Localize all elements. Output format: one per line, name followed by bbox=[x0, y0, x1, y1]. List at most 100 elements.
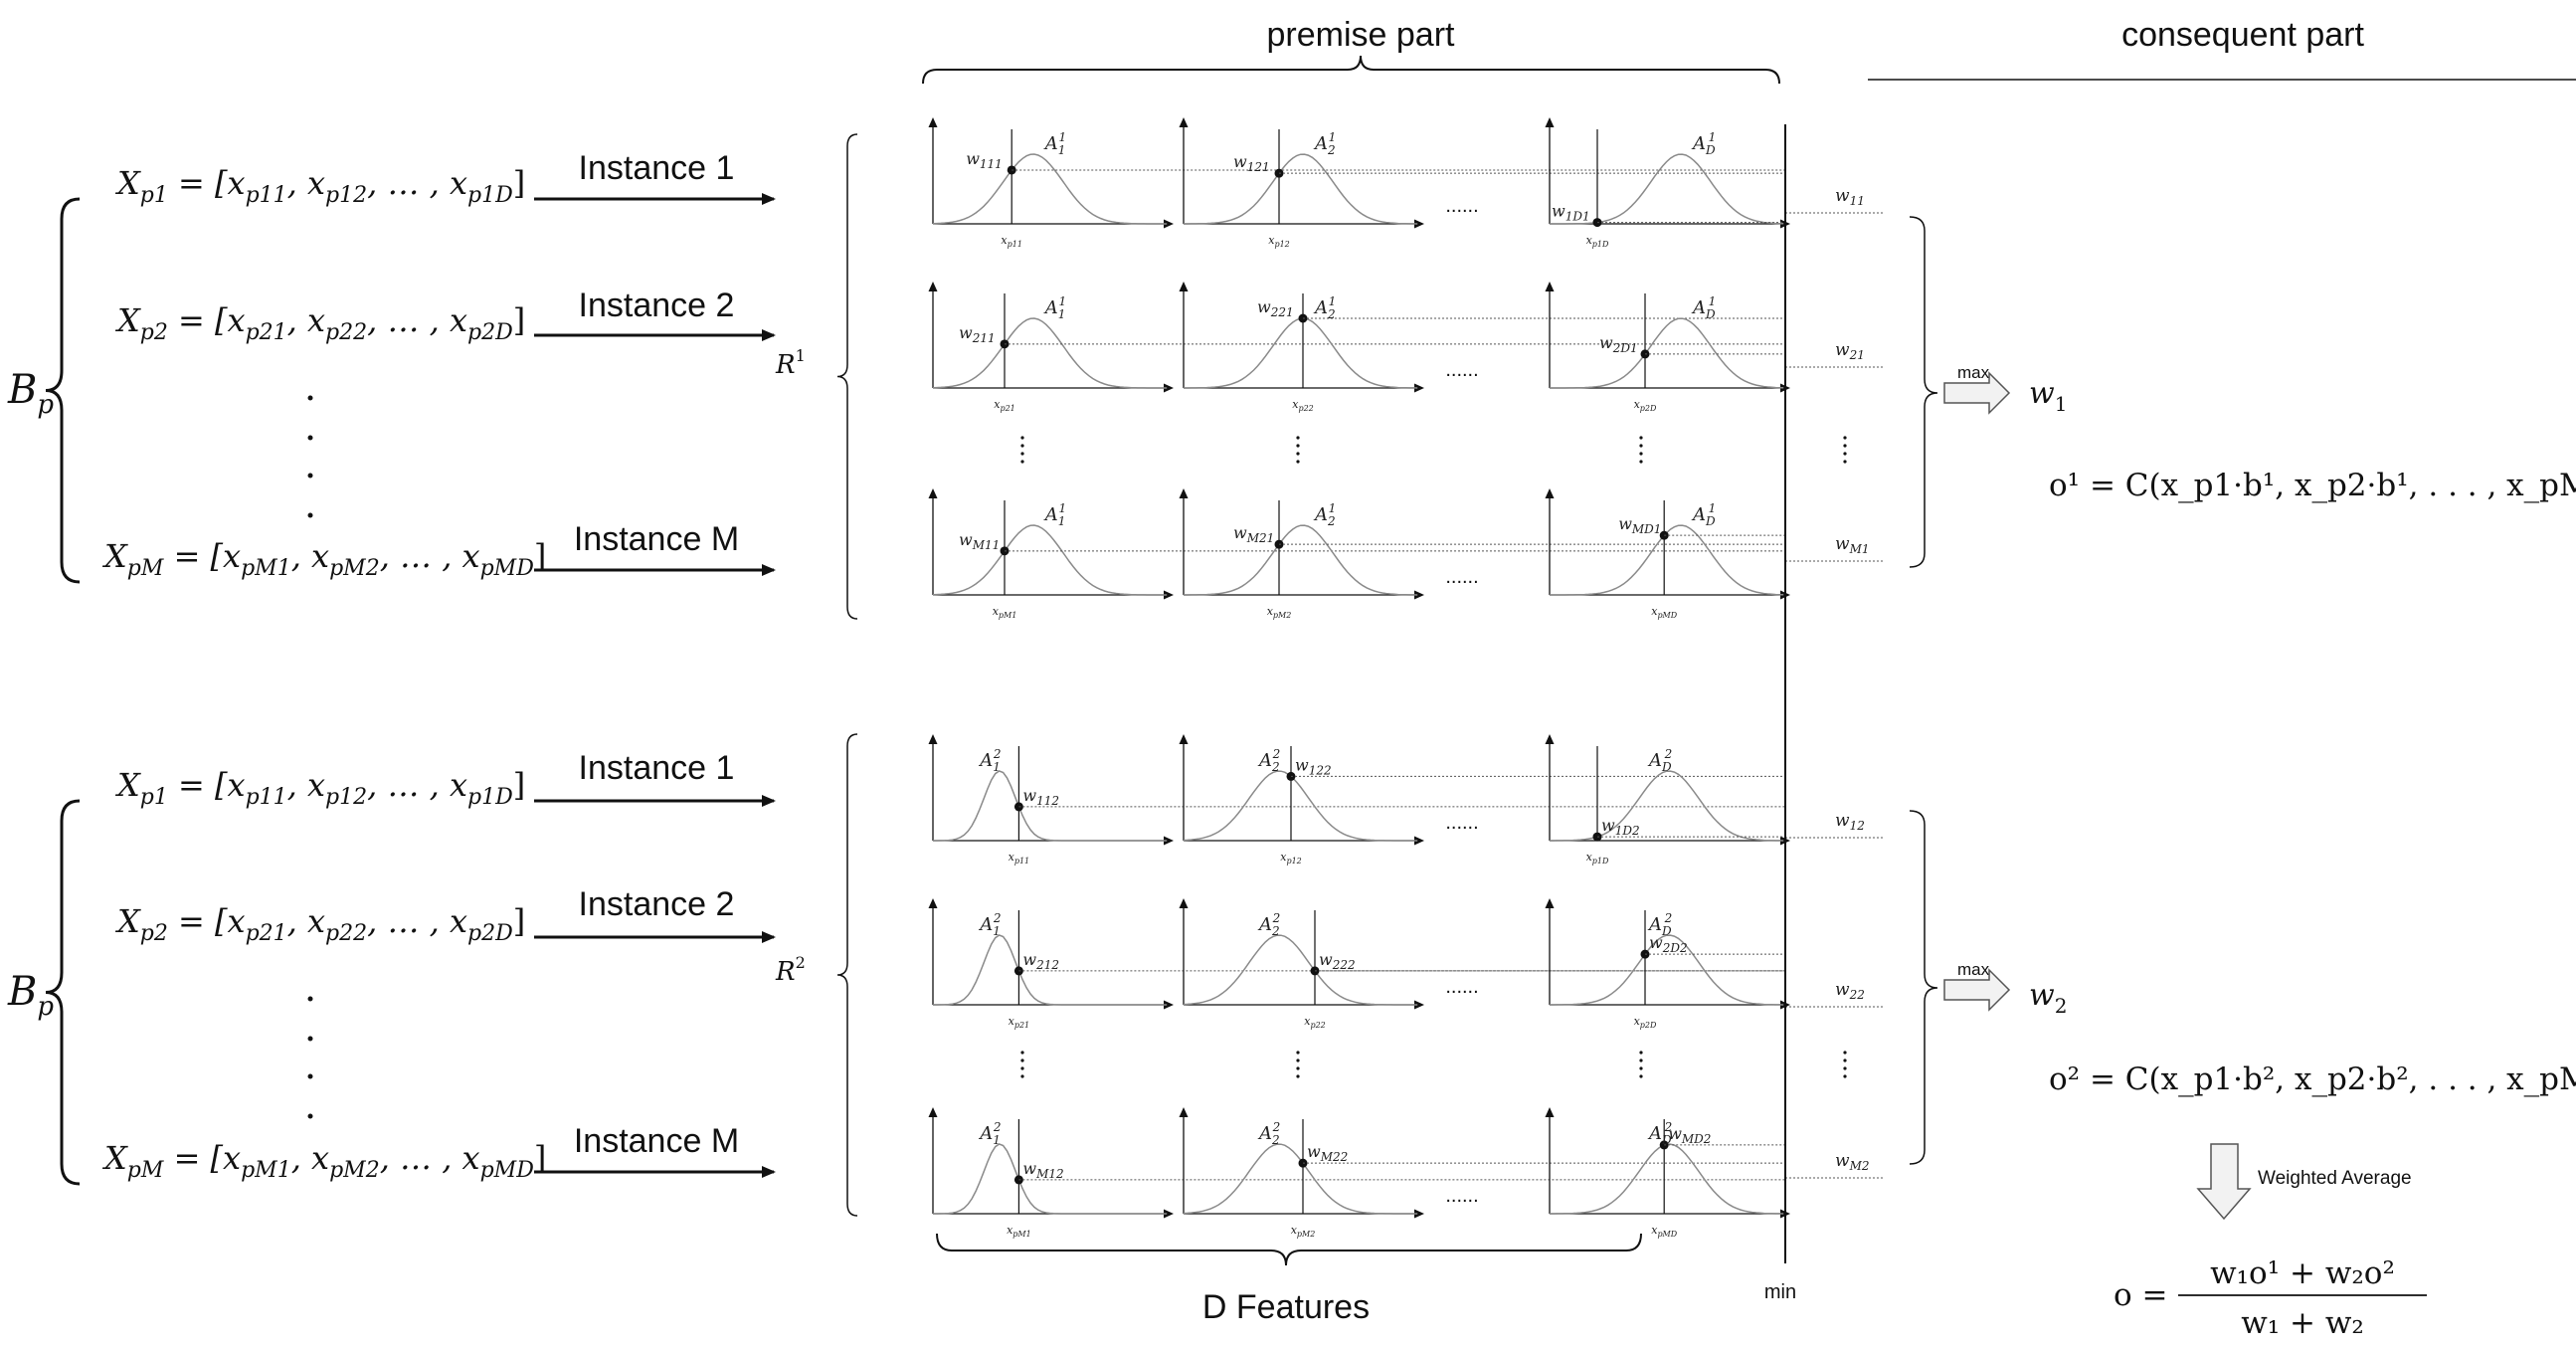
membership-curve bbox=[1184, 524, 1418, 596]
rule-weight-label: w21 bbox=[1835, 340, 1865, 362]
premise-brace bbox=[922, 55, 1780, 85]
final-output-denominator: w₁ + w₂ bbox=[2241, 1305, 2364, 1341]
membership-curve bbox=[1183, 1143, 1418, 1215]
membership-curve bbox=[1183, 934, 1418, 1006]
rule-brace bbox=[836, 733, 858, 1217]
row-ellipsis-dot bbox=[1843, 1059, 1847, 1062]
input-value-label: xp22 bbox=[1292, 398, 1314, 413]
weighted-average-label: Weighted Average bbox=[2258, 1168, 2412, 1189]
feature-ellipsis: ...... bbox=[1445, 812, 1478, 834]
rule-label: R1 bbox=[775, 346, 806, 380]
row-ellipsis-dot bbox=[1296, 1059, 1300, 1062]
fuzzy-set-label: AD2 bbox=[1647, 911, 1672, 938]
input-value-label: xp11 bbox=[1009, 851, 1030, 866]
membership-plot: A22 w222 xp22 bbox=[1179, 898, 1785, 1030]
row-ellipsis-dot bbox=[1843, 1074, 1847, 1078]
ellipsis-dot bbox=[307, 1113, 313, 1119]
membership-degree-label: w121 bbox=[1233, 152, 1270, 174]
input-value-label: xpM2 bbox=[1291, 1224, 1316, 1239]
input-vector: Xp2 = [xp21, xp22, … , xp2D] bbox=[114, 902, 525, 946]
instance-label: Instance 1 bbox=[579, 149, 735, 187]
instance-label: Instance 2 bbox=[579, 885, 735, 923]
rule-brace bbox=[836, 133, 858, 620]
row-ellipsis-dot bbox=[1296, 436, 1300, 440]
fuzzy-set-label: A22 bbox=[1257, 1120, 1280, 1147]
max-label: max bbox=[1957, 363, 1990, 382]
feature-ellipsis: ...... bbox=[1445, 359, 1478, 381]
membership-plot: AD2 w1D2 xp1D bbox=[1545, 734, 1790, 866]
ellipsis-dot bbox=[307, 473, 313, 479]
row-ellipsis-dot bbox=[1843, 452, 1847, 456]
input-value-label: xp2D bbox=[1634, 398, 1657, 413]
input-value-label: xp1D bbox=[1586, 234, 1609, 249]
input-vector: Xp1 = [xp11, xp12, … , xp1D] bbox=[114, 766, 525, 810]
row-ellipsis-dot bbox=[1020, 1074, 1024, 1078]
input-value-label: xpMD bbox=[1651, 605, 1678, 620]
fuzzy-set-label: A21 bbox=[1313, 130, 1336, 157]
membership-degree-label: w112 bbox=[1022, 786, 1059, 808]
row-ellipsis-dot bbox=[1639, 1051, 1643, 1055]
final-output-lhs: o = bbox=[2114, 1277, 2168, 1313]
membership-degree-label: w1D2 bbox=[1601, 816, 1640, 838]
membership-degree-label: w2D2 bbox=[1649, 933, 1688, 955]
membership-curve bbox=[1550, 317, 1784, 389]
row-ellipsis-dot bbox=[1639, 436, 1643, 440]
row-ellipsis-dot bbox=[1843, 460, 1847, 464]
instance-label: Instance 2 bbox=[579, 287, 735, 324]
batch-label-main: B bbox=[7, 969, 37, 1015]
membership-degree-label: w211 bbox=[959, 323, 996, 345]
ellipsis-dot bbox=[307, 1036, 313, 1042]
max-arrow bbox=[1943, 968, 2011, 1012]
input-value-label: xp21 bbox=[1009, 1015, 1030, 1030]
membership-curve bbox=[1550, 770, 1784, 842]
fuzzy-set-label: A12 bbox=[978, 747, 1001, 774]
row-ellipsis-dot bbox=[1296, 460, 1300, 464]
input-value-label: xp1D bbox=[1586, 851, 1609, 866]
fuzzy-set-label: AD1 bbox=[1691, 294, 1716, 321]
row-ellipsis-dot bbox=[1639, 1066, 1643, 1070]
row-ellipsis-dot bbox=[1843, 436, 1847, 440]
fuzzy-set-label: AD2 bbox=[1647, 747, 1672, 774]
row-ellipsis-dot bbox=[1843, 444, 1847, 448]
instance-label: Instance 1 bbox=[579, 749, 735, 787]
consequent-part-label: consequent part bbox=[2121, 16, 2364, 54]
feature-ellipsis: ...... bbox=[1445, 1185, 1478, 1207]
input-value-label: xp22 bbox=[1304, 1015, 1326, 1030]
max-brace bbox=[1909, 810, 1938, 1165]
row-ellipsis-dot bbox=[1020, 1051, 1024, 1055]
ellipsis-dot bbox=[307, 1073, 313, 1079]
row-ellipsis-dot bbox=[1639, 1059, 1643, 1062]
row-ellipsis-dot bbox=[1843, 1051, 1847, 1055]
membership-plot: A22 wM22 xpM2 bbox=[1179, 1107, 1785, 1239]
max-arrow bbox=[1943, 371, 2011, 415]
fuzzy-set-label: AD2 bbox=[1647, 1120, 1672, 1147]
rule-output-weight: w2 bbox=[2029, 978, 2067, 1018]
row-ellipsis-dot bbox=[1639, 1074, 1643, 1078]
input-value-label: xp11 bbox=[1001, 234, 1022, 249]
membership-degree-label: wM12 bbox=[1022, 1159, 1063, 1181]
membership-degree-label: w221 bbox=[1257, 297, 1294, 319]
batch-label: Bp bbox=[7, 969, 54, 1022]
membership-degree-label: wM22 bbox=[1307, 1142, 1348, 1164]
membership-degree-label: w222 bbox=[1319, 950, 1356, 972]
membership-degree-label: wM11 bbox=[959, 530, 1000, 552]
fuzzy-set-label: A22 bbox=[1257, 911, 1280, 938]
row-ellipsis-dot bbox=[1296, 1074, 1300, 1078]
final-output-numerator: w₁o¹ + w₂o² bbox=[2210, 1255, 2395, 1291]
ellipsis-dot bbox=[307, 996, 313, 1002]
instance-label: Instance M bbox=[574, 520, 739, 558]
fuzzy-set-label: AD1 bbox=[1691, 501, 1716, 528]
fuzzy-set-label: A22 bbox=[1257, 747, 1280, 774]
row-ellipsis-dot bbox=[1020, 436, 1024, 440]
row-ellipsis-dot bbox=[1296, 1051, 1300, 1055]
input-value-label: xp21 bbox=[994, 398, 1015, 413]
membership-degree-label: w1D1 bbox=[1552, 202, 1590, 224]
fuzzy-set-label: A21 bbox=[1313, 294, 1336, 321]
batch-brace bbox=[45, 197, 81, 584]
fuzzy-set-label: A11 bbox=[1043, 130, 1066, 157]
